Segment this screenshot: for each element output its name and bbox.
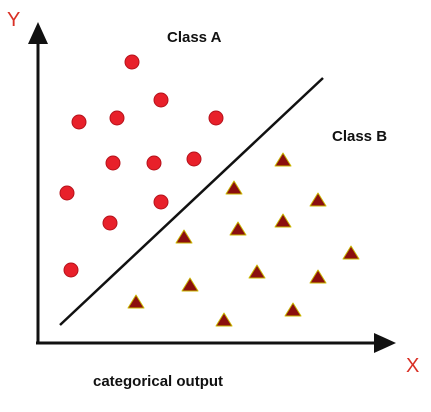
class-b-point <box>274 152 292 167</box>
y-axis-letter: Y <box>7 9 20 31</box>
axes <box>28 22 396 353</box>
class-a-point <box>124 54 140 70</box>
class-a-point <box>109 110 125 126</box>
class-b-point <box>309 192 327 207</box>
class-b-point <box>248 264 266 279</box>
class-b-points <box>127 152 360 327</box>
class-b-label: Class B <box>332 128 387 145</box>
x-axis-arrow-icon <box>374 333 396 353</box>
class-b-point <box>274 213 292 228</box>
class-b-point <box>175 229 193 244</box>
class-b-point <box>342 245 360 260</box>
decision-boundary <box>59 77 324 326</box>
class-b-point <box>284 302 302 317</box>
class-a-points <box>59 54 224 278</box>
class-a-point <box>153 92 169 108</box>
class-a-point <box>59 185 75 201</box>
class-a-point <box>105 155 121 171</box>
class-b-point <box>215 312 233 327</box>
class-b-point <box>225 180 243 195</box>
class-b-point <box>181 277 199 292</box>
class-a-point <box>186 151 202 167</box>
class-b-point <box>229 221 247 236</box>
class-a-point <box>71 114 87 130</box>
class-b-point <box>309 269 327 284</box>
class-a-point <box>102 215 118 231</box>
class-a-point <box>146 155 162 171</box>
class-b-point <box>127 294 145 309</box>
y-axis-arrow-icon <box>28 22 48 44</box>
class-a-point <box>63 262 79 278</box>
class-a-label: Class A <box>167 29 222 46</box>
class-a-point <box>208 110 224 126</box>
caption: categorical output <box>93 373 223 390</box>
class-a-point <box>153 194 169 210</box>
x-axis-letter: X <box>406 355 419 377</box>
